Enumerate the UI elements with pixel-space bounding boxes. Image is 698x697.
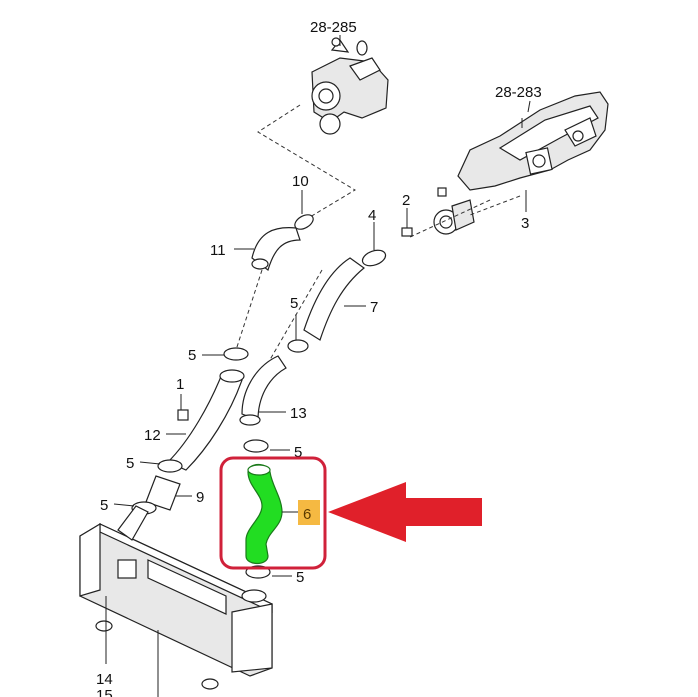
clamp-5-upper-right <box>287 339 309 353</box>
pointer-arrow <box>328 482 482 542</box>
callout-7: 7 <box>370 299 378 316</box>
callout-5-b: 5 <box>188 347 196 364</box>
part-6-label-bg <box>298 500 320 525</box>
callout-14: 14 <box>96 671 113 688</box>
clamp-5-upper-left <box>223 347 249 361</box>
clamp-5-left-mid <box>157 459 183 473</box>
hose-13 <box>241 355 287 421</box>
clamp-5-above-hose <box>243 439 269 453</box>
callout-15: 15 <box>96 687 113 697</box>
hose-9 <box>145 475 181 511</box>
highlight-box <box>219 456 327 570</box>
callout-3: 3 <box>521 215 529 232</box>
callout-12: 12 <box>144 427 161 444</box>
mount-bushing-14 <box>95 620 113 632</box>
intercooler <box>79 505 273 677</box>
highlighted-hose-6 <box>245 463 283 565</box>
callout-2: 2 <box>402 192 410 209</box>
callout-5-f: 5 <box>296 569 304 586</box>
mount-bushing-15 <box>201 678 219 690</box>
clamp-10 <box>294 214 314 230</box>
callout-11: 11 <box>210 242 226 259</box>
callout-4: 4 <box>368 207 376 224</box>
callout-5-e: 5 <box>294 444 302 461</box>
callout-6: 6 <box>303 506 311 523</box>
callout-5-d: 5 <box>100 497 108 514</box>
callout-1: 1 <box>176 376 184 393</box>
callout-9: 9 <box>196 489 204 506</box>
ref-turbocharger: 28-285 <box>310 19 357 36</box>
callout-10: 10 <box>292 173 309 190</box>
turbocharger-assembly <box>311 37 389 135</box>
intake-manifold <box>457 91 609 191</box>
hose-7 <box>303 257 365 341</box>
callout-13: 13 <box>290 405 307 422</box>
callout-5-c: 5 <box>126 455 134 472</box>
bolt-1 <box>177 409 189 421</box>
bolt-2 <box>401 227 413 237</box>
ref-intake-manifold: 28-283 <box>495 84 542 101</box>
clamp-4 <box>361 249 387 267</box>
throttle-body <box>433 187 475 235</box>
callout-5-a: 5 <box>290 295 298 312</box>
